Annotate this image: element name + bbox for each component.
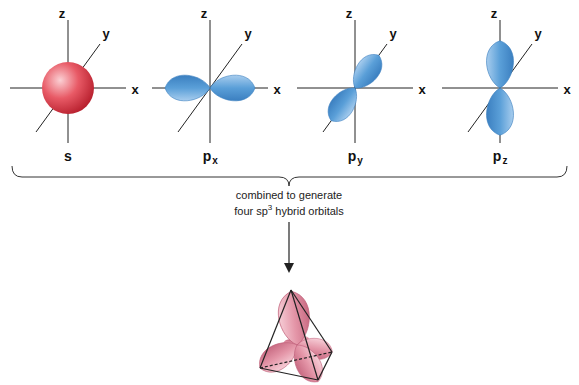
pz-orbital [442, 20, 558, 143]
orbital-name: p [203, 149, 212, 163]
axis-label: z [59, 7, 66, 20]
axis-label: x [418, 83, 425, 96]
sp3-tetrahedron [253, 290, 334, 385]
py-orbital [297, 20, 413, 143]
orbital-name: p [493, 149, 502, 163]
orbital-subscript: x [212, 156, 218, 166]
arrow-shaft [288, 222, 289, 264]
axis-label: y [244, 27, 251, 40]
s-orbital [10, 20, 126, 143]
axis-label: y [389, 27, 396, 40]
axis-label: x [131, 83, 138, 96]
orbital-name: p [348, 149, 357, 163]
axis-label: z [201, 7, 208, 20]
orbital-subscript: z [503, 156, 508, 166]
axis-label: y [102, 27, 109, 40]
orbital-subscript: y [357, 156, 363, 166]
bracket [12, 166, 567, 186]
orbital-name: s [64, 149, 72, 163]
axis-label: z [346, 7, 353, 20]
caption-text: four sp [234, 205, 268, 217]
caption-line: four sp3hybrid orbitals [234, 204, 344, 217]
caption-superscript: 3 [268, 203, 272, 212]
axis-label: z [491, 7, 498, 20]
caption-text: combined to generate [236, 190, 342, 201]
arrow-head [284, 263, 294, 273]
axis-label: x [273, 83, 280, 96]
px-orbital [152, 20, 268, 143]
axis-label: x [563, 83, 570, 96]
caption-text: hybrid orbitals [275, 205, 343, 217]
axis-label: y [534, 27, 541, 40]
